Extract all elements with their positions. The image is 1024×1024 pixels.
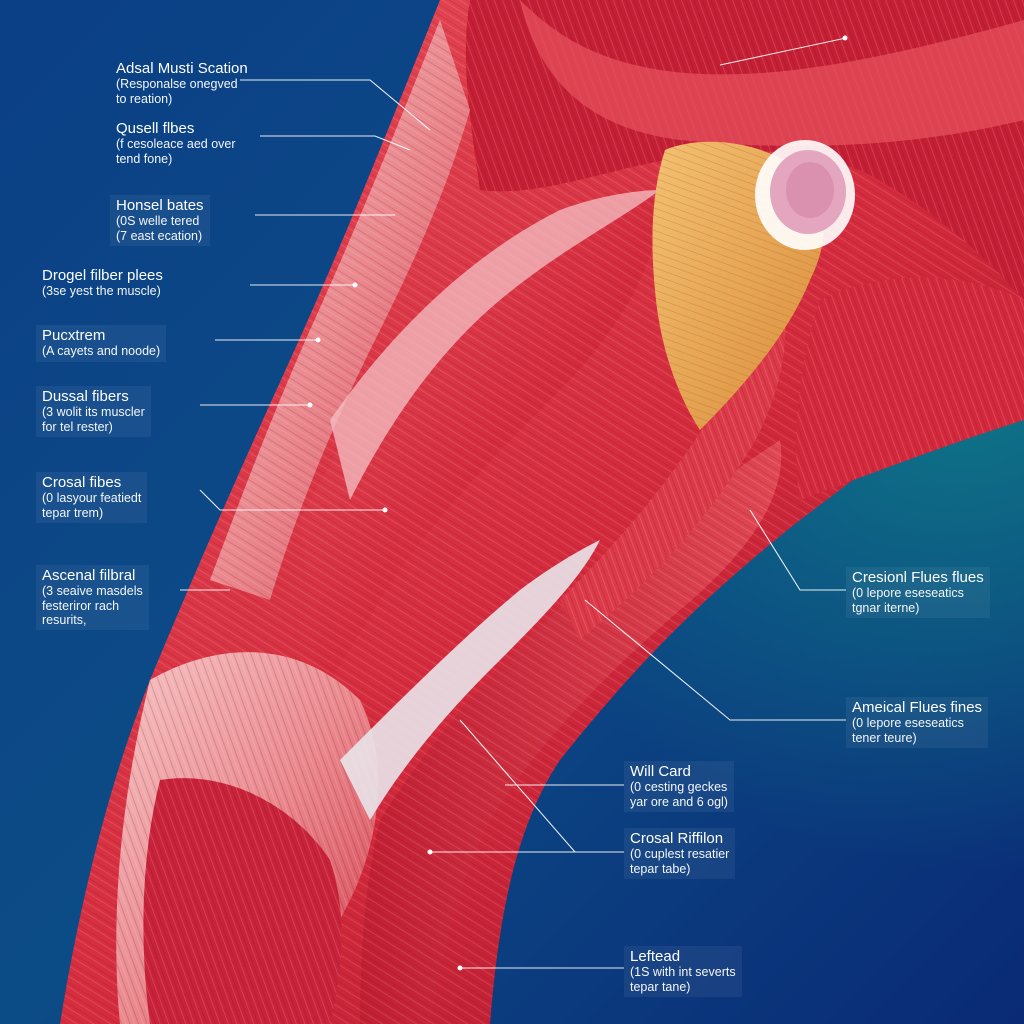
label-title: Drogel filber plees: [42, 267, 163, 284]
label-line: yar ore and 6 ogl): [630, 794, 728, 809]
label-line: tepar tabe): [630, 861, 691, 876]
label-right-2: Ameical Flues fines (0 lepore eseseatics…: [846, 697, 989, 748]
label-right-4: Crosal Riffilon (0 cuplest resatier tepa…: [624, 828, 736, 879]
label-title: Pucxtrem: [42, 327, 106, 344]
label-title: Ascenal filbral: [42, 567, 136, 584]
label-line: for tel rester): [42, 419, 113, 434]
label-left-3: Honsel bates (0S welle tered (7 east eca…: [110, 195, 210, 246]
label-line: (0S welle tered: [116, 214, 200, 229]
label-line: (0 lepore eseseatics: [852, 586, 964, 601]
label-line: (3 seaive masdels: [42, 584, 143, 599]
label-line: tepar tane): [630, 979, 691, 994]
label-left-1: Adsal Musti Scation (Responalse onegved …: [116, 60, 248, 106]
label-line: tener teure): [852, 730, 917, 745]
label-line: festeriror rach: [42, 598, 120, 613]
label-right-3: Will Card (0 cesting geckes yar ore and …: [624, 761, 734, 812]
label-left-8: Ascenal filbral (3 seaive masdels fester…: [36, 565, 149, 631]
label-line: (0 cuplest resatier: [630, 847, 730, 862]
label-line: (3 wolit its muscler: [42, 405, 145, 420]
label-title: Qusell flbes: [116, 120, 195, 137]
label-title: Will Card: [630, 763, 691, 780]
label-line: tgnar iterne): [852, 600, 920, 615]
label-left-7: Crosal fibes (0 lasyour featiedt tepar t…: [36, 472, 148, 523]
label-line: (Responalse onegved: [116, 77, 238, 92]
label-left-6: Dussal fibers (3 wolit its muscler for t…: [36, 386, 151, 437]
label-line: tepar trem): [42, 505, 104, 520]
label-left-2: Qusell flbes (f cesoleace aed over tend …: [116, 120, 236, 166]
label-title: Honsel bates: [116, 197, 204, 214]
label-line: (7 east ecation): [116, 228, 203, 243]
label-title: Ameical Flues fines: [852, 699, 983, 716]
label-line: (f cesoleace aed over: [116, 137, 236, 152]
label-line: resurits,: [42, 613, 87, 627]
label-title: Dussal fibers: [42, 388, 129, 405]
label-line: (0 cesting geckes: [630, 780, 728, 795]
label-left-5: Pucxtrem (A cayets and noode): [36, 325, 167, 362]
label-title: Cresionl Flues flues: [852, 569, 984, 586]
label-title: Crosal Riffilon: [630, 830, 724, 847]
label-line: (A cayets and noode): [42, 344, 161, 359]
label-title: Adsal Musti Scation: [116, 60, 248, 77]
label-line: to reation): [116, 91, 173, 106]
label-right-5: Leftead (1S with int severts tepar tane): [624, 946, 742, 997]
label-title: Crosal fibes: [42, 474, 122, 491]
label-line: (1S with int severts: [630, 965, 736, 980]
label-line: (3se yest the muscle): [42, 284, 161, 299]
label-left-4: Drogel filber plees (3se yest the muscle…: [42, 267, 163, 299]
label-line: (0 lasyour featiedt: [42, 491, 142, 506]
label-line: (0 lepore eseseatics: [852, 716, 964, 731]
label-line: tend fone): [116, 151, 173, 166]
label-title: Leftead: [630, 948, 681, 965]
label-right-1: Cresionl Flues flues (0 lepore eseseatic…: [846, 567, 990, 618]
